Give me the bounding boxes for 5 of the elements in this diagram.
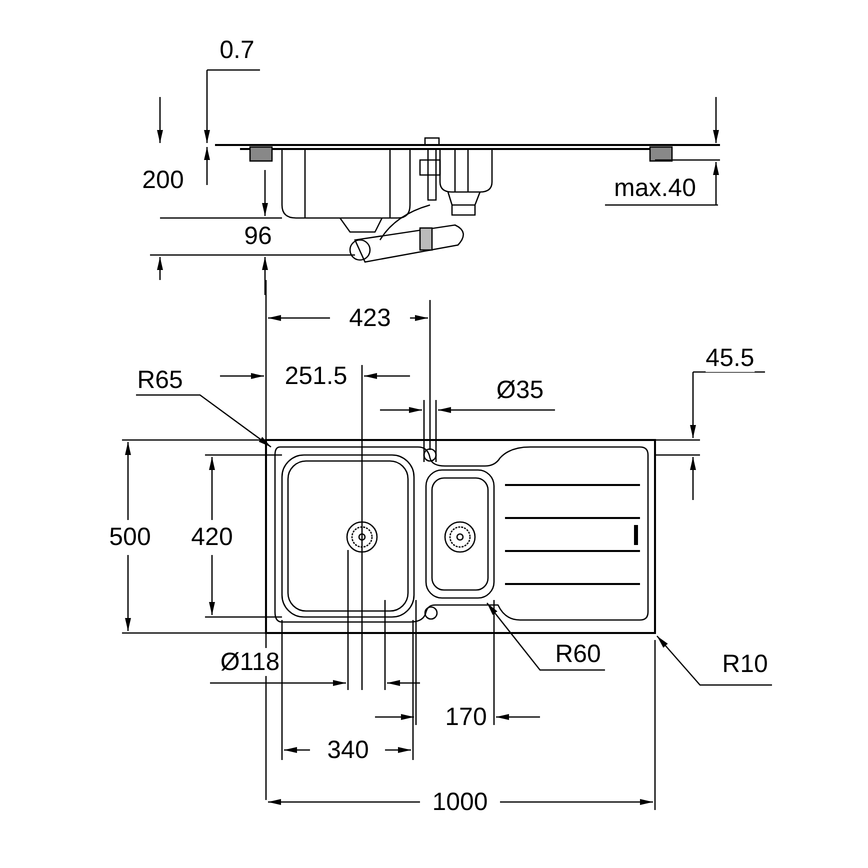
sink-top-view-drawing bbox=[265, 439, 656, 634]
leader-line bbox=[136, 394, 272, 448]
leader-line bbox=[656, 636, 772, 686]
dimension-label: Ø118 bbox=[220, 648, 280, 676]
leader-line bbox=[486, 602, 605, 671]
